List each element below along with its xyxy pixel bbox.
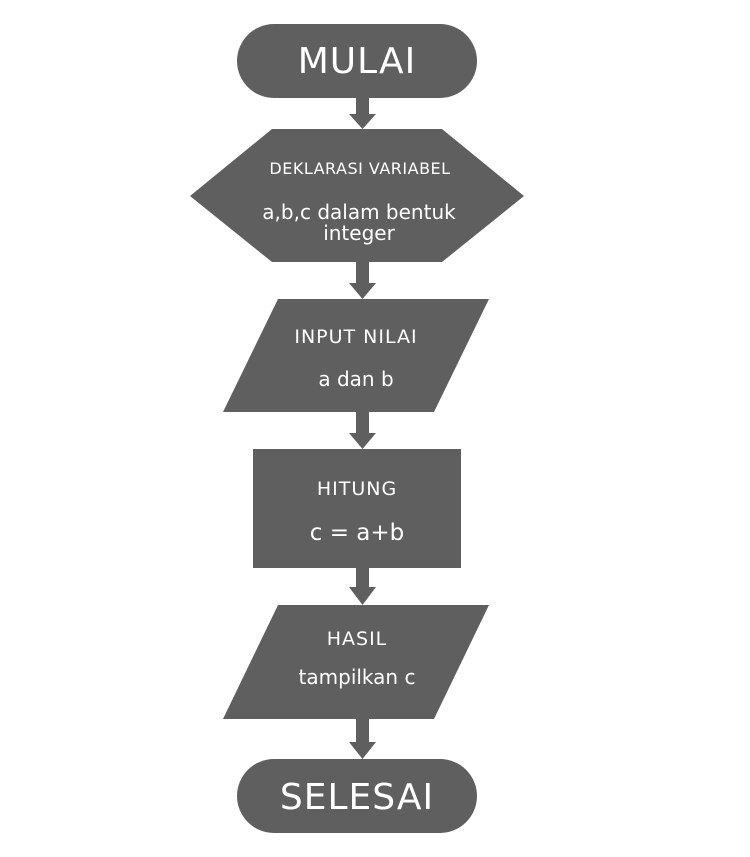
connector-start-to-declare [349, 97, 376, 129]
connector-input-to-process [349, 412, 376, 449]
declare-line-2: integer [323, 221, 395, 245]
input-text: a dan b [318, 367, 393, 391]
start-terminator: MULAI [237, 24, 477, 98]
declare-title: DEKLARASI VARIABEL [269, 159, 450, 178]
process-rectangle: HITUNG c = a+b [253, 449, 461, 568]
process-text: c = a+b [310, 520, 405, 546]
connector-output-to-end [349, 719, 376, 759]
process-title: HITUNG [317, 478, 397, 500]
end-label: SELESAI [280, 777, 434, 818]
input-parallelogram: INPUT NILAI a dan b [223, 299, 489, 412]
connector-process-to-output [349, 568, 376, 605]
output-text: tampilkan c [299, 665, 416, 689]
end-terminator: SELESAI [237, 759, 477, 833]
output-title: HASIL [327, 628, 388, 650]
input-title: INPUT NILAI [294, 326, 417, 348]
output-parallelogram: HASIL tampilkan c [223, 605, 489, 719]
declare-line-1: a,b,c dalam bentuk [262, 200, 456, 224]
connector-declare-to-input [349, 262, 376, 299]
start-label: MULAI [298, 41, 417, 82]
declare-preparation: DEKLARASI VARIABEL a,b,c dalam bentuk in… [190, 129, 524, 262]
